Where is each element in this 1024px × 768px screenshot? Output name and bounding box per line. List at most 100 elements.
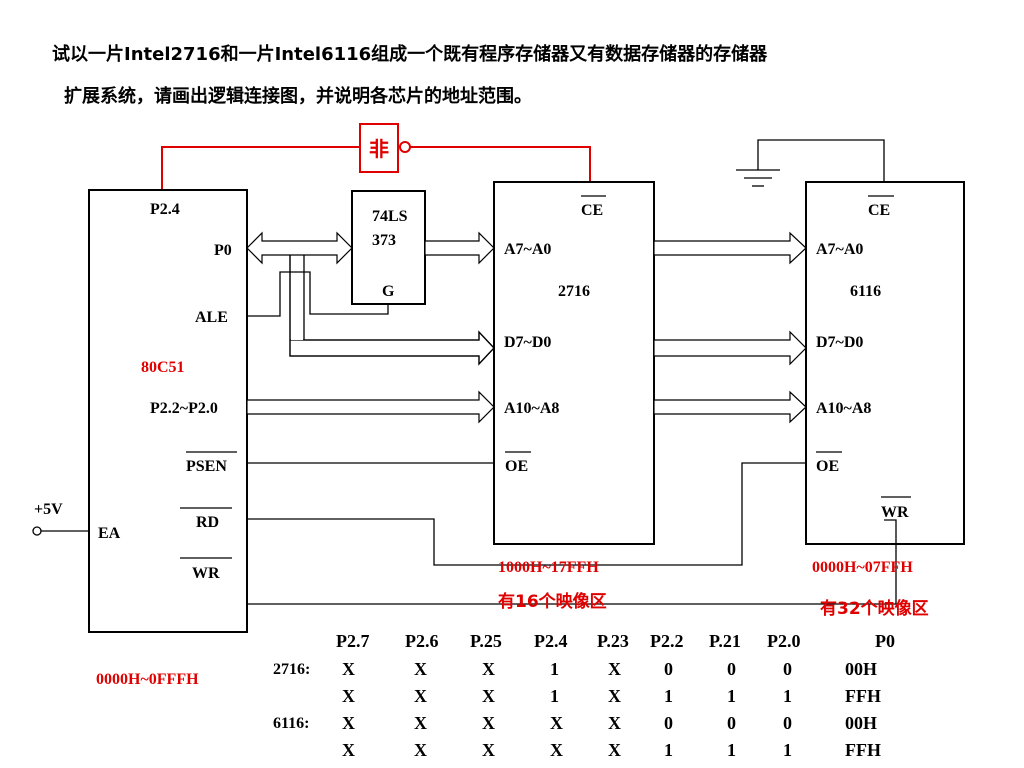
table-cell: X	[550, 713, 563, 733]
table-cell: 1	[550, 659, 559, 679]
table-cell: X	[608, 686, 621, 706]
table-cell: 1	[664, 740, 673, 760]
table-cell: X	[550, 740, 563, 760]
latch-74ls373	[351, 190, 426, 305]
latch-label-2: 373	[372, 232, 396, 249]
mcu-pin-p24: P2.4	[150, 201, 180, 218]
table-cell: X	[342, 686, 355, 706]
table-header: P2.0	[767, 631, 801, 651]
mcu-pin-p22-p20: P2.2~P2.0	[150, 400, 218, 417]
a10-a8-bus-to-ram	[653, 390, 807, 424]
p22-p20-bus	[246, 390, 495, 424]
table-header: P2.7	[336, 631, 370, 651]
eprom-pin-ce: CE	[581, 202, 603, 219]
ram-pin-oe: OE	[816, 458, 839, 475]
table-cell: 00H	[845, 659, 877, 679]
vcc-label: +5V	[34, 501, 63, 518]
table-cell: 1	[727, 686, 736, 706]
table-cell: X	[608, 740, 621, 760]
table-cell: 0	[664, 713, 673, 733]
table-row-label: 6116:	[273, 715, 309, 732]
table-header: P.23	[597, 631, 629, 651]
table-header: P2.6	[405, 631, 439, 651]
not-gate-label: 非	[369, 137, 389, 161]
table-cell: 0	[727, 713, 736, 733]
ram-address-range: 0000H~07FFH	[812, 559, 913, 576]
eprom-image-count: 有16个映像区	[498, 591, 607, 612]
table-cell: 0	[664, 659, 673, 679]
eprom-address-range: 1000H~17FFH	[498, 559, 599, 576]
table-cell: X	[414, 713, 427, 733]
ram-image-count: 有32个映像区	[820, 598, 929, 619]
table-cell: 1	[783, 686, 792, 706]
question-line-1: 试以一片Intel2716和一片Intel6116组成一个既有程序存储器又有数据…	[52, 43, 768, 65]
ale-to-g-wire	[247, 271, 389, 317]
table-cell: 1	[727, 740, 736, 760]
table-header: P0	[875, 631, 895, 651]
table-cell: FFH	[845, 686, 881, 706]
table-cell: 0	[783, 713, 792, 733]
table-cell: 1	[664, 686, 673, 706]
eprom-pin-d7d0: D7~D0	[504, 334, 551, 351]
ram-pin-d7d0: D7~D0	[816, 334, 863, 351]
table-cell: X	[608, 659, 621, 679]
table-header: P.25	[470, 631, 502, 651]
table-cell: FFH	[845, 740, 881, 760]
mcu-address-range: 0000H~0FFFH	[96, 671, 199, 688]
mcu-pin-psen: PSEN	[186, 458, 227, 475]
ram-pin-a7a0: A7~A0	[816, 241, 863, 258]
table-cell: 1	[550, 686, 559, 706]
not-gate-bubble	[399, 141, 411, 153]
wr-to-ram-wr-wire	[247, 519, 897, 605]
address-table: P2.7 P2.6 P.25 P2.4 P.23 P2.2 P.21 P2.0 P0 2716: X…	[273, 631, 895, 760]
ram-pin-ce: CE	[868, 202, 890, 219]
mcu-name: 80C51	[141, 359, 185, 376]
p0-bus-arrow	[246, 231, 353, 265]
vcc-terminal	[32, 526, 42, 536]
table-cell: X	[608, 713, 621, 733]
eprom-pin-oe: OE	[505, 458, 528, 475]
table-cell: 1	[783, 740, 792, 760]
latch-to-eprom-addr-bus	[424, 231, 495, 265]
table-cell: X	[482, 659, 495, 679]
latch-label-1: 74LS	[372, 208, 408, 225]
eprom-2716	[493, 181, 655, 545]
ram-6116	[805, 181, 965, 545]
eprom-pin-a7a0: A7~A0	[504, 241, 551, 258]
table-cell: X	[414, 740, 427, 760]
table-cell: 0	[783, 659, 792, 679]
eprom-pin-a10a8: A10~A8	[504, 400, 559, 417]
table-cell: X	[482, 740, 495, 760]
rd-to-ram-oe-wire	[247, 462, 806, 566]
mcu-pin-ale: ALE	[195, 309, 228, 326]
table-cell: X	[414, 686, 427, 706]
mcu-pin-rd: RD	[196, 514, 219, 531]
table-header: P2.4	[534, 631, 568, 651]
table-header: P.21	[709, 631, 741, 651]
p24-to-not-wire	[161, 146, 360, 192]
table-cell: X	[482, 686, 495, 706]
table-cell: 0	[727, 659, 736, 679]
table-cell: 00H	[845, 713, 877, 733]
ram-pin-a10a8: A10~A8	[816, 400, 871, 417]
table-cell: X	[482, 713, 495, 733]
table-cell: X	[342, 740, 355, 760]
table-cell: X	[342, 659, 355, 679]
ram-name: 6116	[850, 283, 881, 300]
table-cell: X	[342, 713, 355, 733]
table-header: P2.2	[650, 631, 684, 651]
mcu-pin-p0: P0	[214, 242, 232, 259]
not-to-ce-wire	[410, 146, 591, 182]
eprom-name: 2716	[558, 283, 590, 300]
table-row-label: 2716:	[273, 661, 310, 678]
ram-pin-wr: WR	[881, 504, 909, 521]
latch-pin-g: G	[382, 283, 395, 300]
ground-wire	[757, 139, 885, 182]
mcu-pin-ea: EA	[98, 525, 121, 542]
not-gate	[359, 123, 399, 173]
addr-bus-to-ram	[653, 231, 807, 265]
table-cell: X	[414, 659, 427, 679]
data-bus-to-ram	[653, 330, 807, 366]
mcu-pin-wr: WR	[192, 565, 220, 582]
